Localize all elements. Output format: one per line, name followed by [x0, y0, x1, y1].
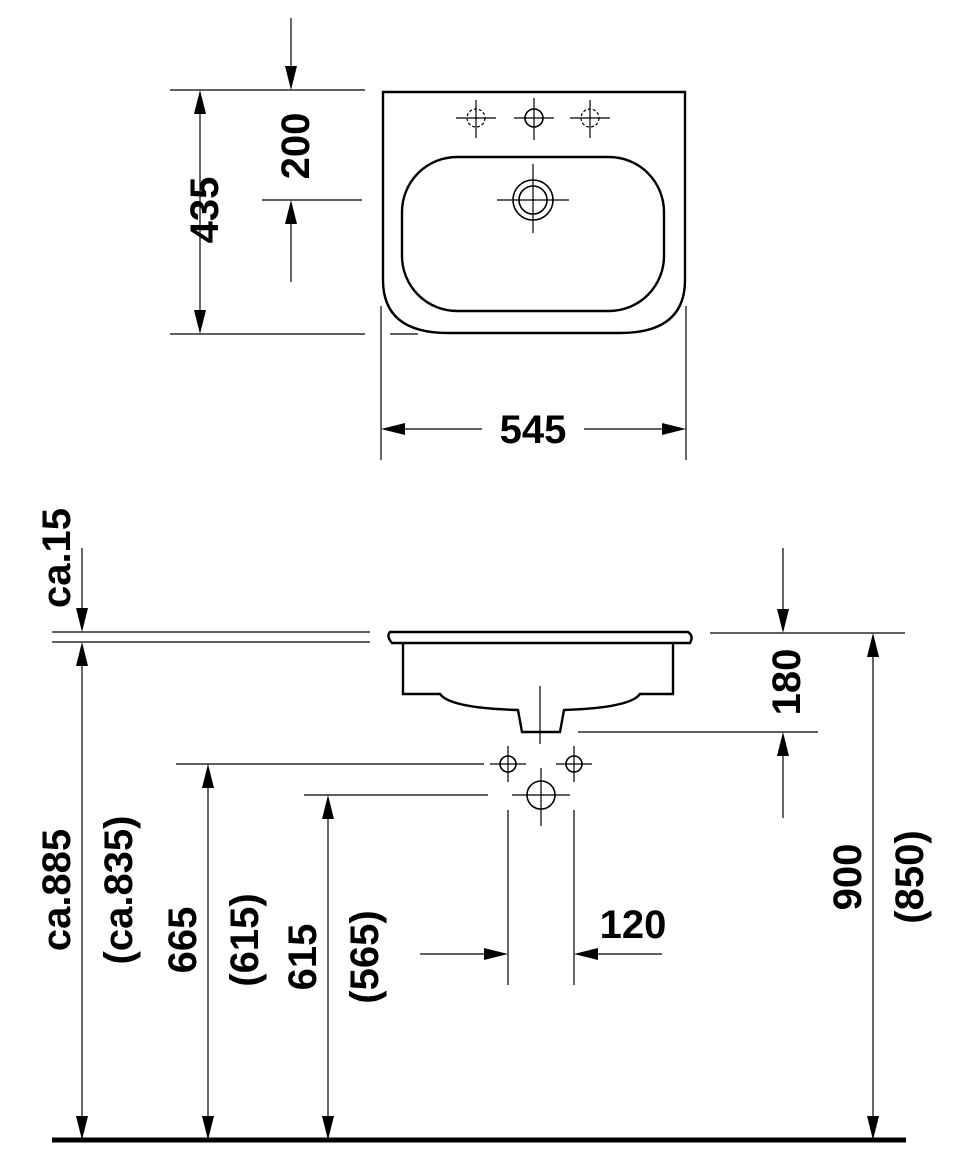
- tap-left-side: [490, 746, 526, 782]
- tap-hole-left: [456, 100, 496, 138]
- dim-total-height-alt: (850): [888, 830, 932, 923]
- tap-hole-right: [570, 100, 610, 138]
- dim-total-height: 900: [826, 844, 870, 911]
- bowl-profile: [401, 643, 675, 734]
- basin-outline: [381, 90, 687, 335]
- dim-waste-height: 615: [281, 924, 325, 991]
- dim-tap-offset: 200: [274, 113, 318, 180]
- dim-waste-height-alt: (565): [343, 910, 387, 1003]
- top-view: 435 200 545: [170, 18, 687, 460]
- tap-hole-center: [514, 98, 554, 140]
- dim-floor-height-alt: (ca.835): [97, 816, 141, 965]
- dim-tap-height: 665: [161, 907, 205, 974]
- dim-tap-height-alt: (615): [223, 893, 267, 986]
- dim-spacing: 120: [600, 903, 667, 947]
- dim-bowl-depth: 180: [765, 649, 809, 716]
- dim-depth: 435: [183, 177, 227, 244]
- dim-rim: ca.15: [35, 508, 79, 608]
- dim-width: 545: [500, 408, 567, 452]
- side-view: ca.15 ca.885 (ca.835) 665 (615) 615 (565…: [35, 508, 932, 1143]
- waste-side: [512, 768, 570, 826]
- dim-floor-height: ca.885: [35, 829, 79, 951]
- drain: [497, 164, 569, 233]
- rim-profile: [387, 630, 693, 645]
- bowl-outline: [400, 155, 666, 313]
- tap-right-side: [556, 746, 592, 782]
